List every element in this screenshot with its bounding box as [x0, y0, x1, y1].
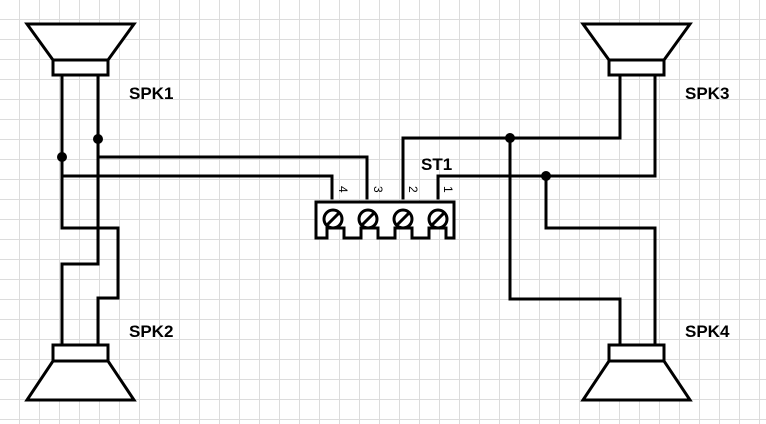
wire-left-to-pin3	[96, 138, 369, 200]
junction-node	[505, 133, 515, 143]
pin-labels: 4 3 2 1	[336, 186, 455, 193]
wire-left-cross-b	[60, 138, 100, 347]
wire-right-to-spk4-right	[544, 174, 657, 347]
label-st1: ST1	[421, 155, 452, 174]
pin-label-3: 3	[371, 186, 385, 193]
wire-right-to-spk4-left	[508, 136, 622, 347]
speaker-magnet-icon	[607, 58, 666, 77]
pin-label-1: 1	[441, 186, 455, 193]
junctions	[57, 133, 551, 181]
speaker-cone-icon	[580, 359, 693, 402]
pin-label-4: 4	[336, 186, 350, 193]
speaker-spk4	[580, 343, 693, 402]
reference-labels: SPK1 SPK2 SPK3 SPK4 ST1	[129, 84, 730, 341]
screw-terminal-icon	[392, 208, 414, 230]
screw-terminal-icon	[357, 208, 379, 230]
speaker-magnet-icon	[51, 58, 110, 77]
wire-left-cross-a	[60, 174, 120, 347]
terminal-block-st1	[314, 200, 456, 240]
speaker-magnet-icon	[607, 343, 666, 363]
speaker-cone-icon	[24, 22, 137, 62]
label-spk2: SPK2	[129, 322, 173, 341]
speaker-spk3	[580, 22, 693, 77]
junction-node	[541, 171, 551, 181]
wires	[60, 73, 657, 347]
speaker-cone-icon	[580, 22, 693, 62]
speaker-spk2	[24, 343, 137, 402]
label-spk3: SPK3	[685, 84, 729, 103]
screw-terminal-icon	[427, 208, 449, 230]
speaker-spk1	[24, 22, 137, 77]
speaker-magnet-icon	[51, 343, 110, 363]
speaker-cone-icon	[24, 359, 137, 402]
wire-left-to-pin4	[60, 155, 334, 200]
pin-label-2: 2	[406, 186, 420, 193]
screw-terminal-icon	[322, 208, 344, 230]
label-spk4: SPK4	[685, 322, 730, 341]
junction-node	[93, 134, 103, 144]
label-spk1: SPK1	[129, 84, 173, 103]
junction-node	[57, 152, 67, 162]
